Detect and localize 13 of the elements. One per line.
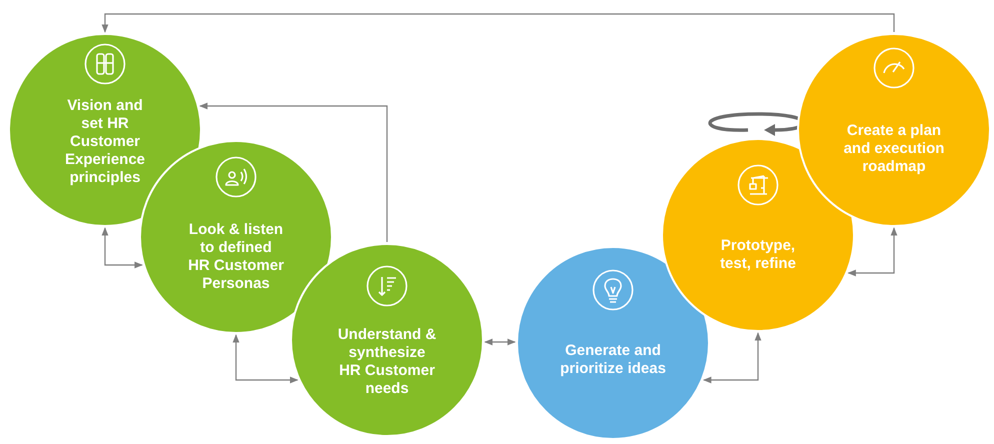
connector-arrow bbox=[232, 334, 298, 384]
connector-arrow bbox=[199, 102, 388, 242]
step-label: Look & listen to defined HR Customer Personas bbox=[188, 221, 284, 293]
connector-arrow bbox=[702, 332, 762, 384]
step-label: Understand & synthesize HR Customer needs bbox=[337, 326, 437, 398]
step-label: Prototype, test, refine bbox=[719, 237, 797, 273]
step-label: Create a plan and execution roadmap bbox=[842, 122, 946, 176]
connector-arrow bbox=[484, 338, 516, 346]
step-label: Vision and set HR Customer Experience principles bbox=[64, 97, 146, 187]
connector-arrow bbox=[102, 13, 895, 33]
connector-arrow bbox=[102, 227, 143, 268]
connector-arrow bbox=[848, 227, 898, 276]
step-label: Generate and prioritize ideas bbox=[559, 342, 667, 378]
